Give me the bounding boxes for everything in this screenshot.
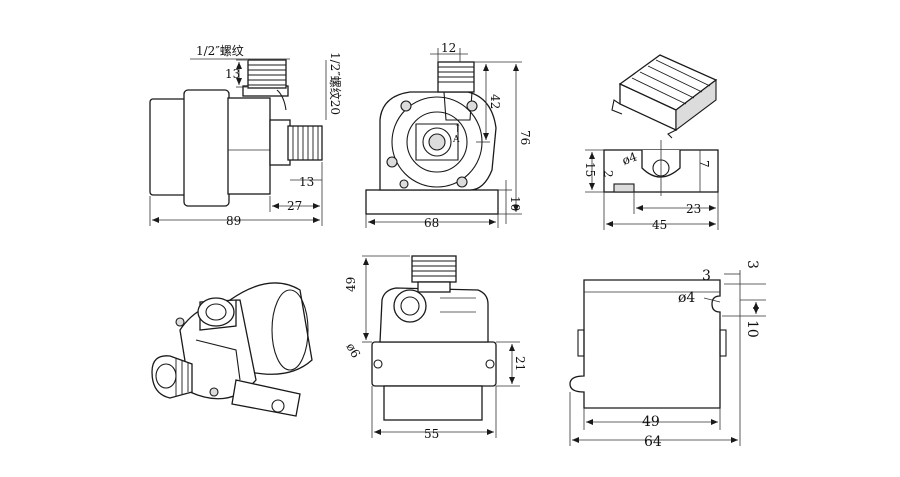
pump-iso <box>151 282 313 417</box>
dim-15: 15 <box>583 162 597 177</box>
arrow-label: A <box>452 135 460 145</box>
bracket-iso-small <box>611 54 718 139</box>
dim-27: 27 <box>287 199 302 213</box>
bracket-front-small: ø4 15 2 7 23 45 <box>583 140 719 232</box>
dim-7: 7 <box>697 160 711 168</box>
dim-23: 23 <box>686 202 701 216</box>
dim-2: 2 <box>601 170 615 178</box>
dim-3-a: 3 <box>702 268 711 284</box>
thread-label-right: 1/2″螺纹20 <box>328 52 342 115</box>
dim-21: 21 <box>513 356 527 371</box>
side-view: 1/2″螺纹 13 1/2″螺纹20 13 27 89 <box>149 44 342 228</box>
dim-12: 12 <box>441 41 456 55</box>
dim-45: 45 <box>652 218 667 232</box>
dim-55: 55 <box>424 427 439 441</box>
dim-89: 89 <box>226 214 241 228</box>
thread-label-top: 1/2″螺纹 <box>196 44 244 58</box>
dim-13-right: 13 <box>299 175 314 189</box>
dim-3-b: 3 <box>744 260 760 269</box>
dim-64: 64 <box>644 434 662 450</box>
bracket-large: 3 3 ø4 10 49 64 <box>569 260 766 450</box>
dim-42: 42 <box>488 94 502 109</box>
dim-10-large: 10 <box>744 320 760 338</box>
bottom-view: 49 ø6 21 55 <box>343 255 527 441</box>
hole-dia: ø4 <box>620 149 639 167</box>
dim-68: 68 <box>424 216 439 230</box>
front-view: ↑ A 12 42 76 10 68 <box>365 41 532 230</box>
dim-76: 76 <box>518 130 532 145</box>
dim-10: 10 <box>508 196 522 211</box>
hole-dia-6: ø6 <box>343 341 363 361</box>
dim-13-top: 13 <box>225 67 240 81</box>
dim-49: 49 <box>344 277 358 292</box>
arrow-mark-icon: ↑ <box>453 122 462 135</box>
hole-dia-4: ø4 <box>678 290 695 306</box>
dim-49-large: 49 <box>642 414 660 430</box>
